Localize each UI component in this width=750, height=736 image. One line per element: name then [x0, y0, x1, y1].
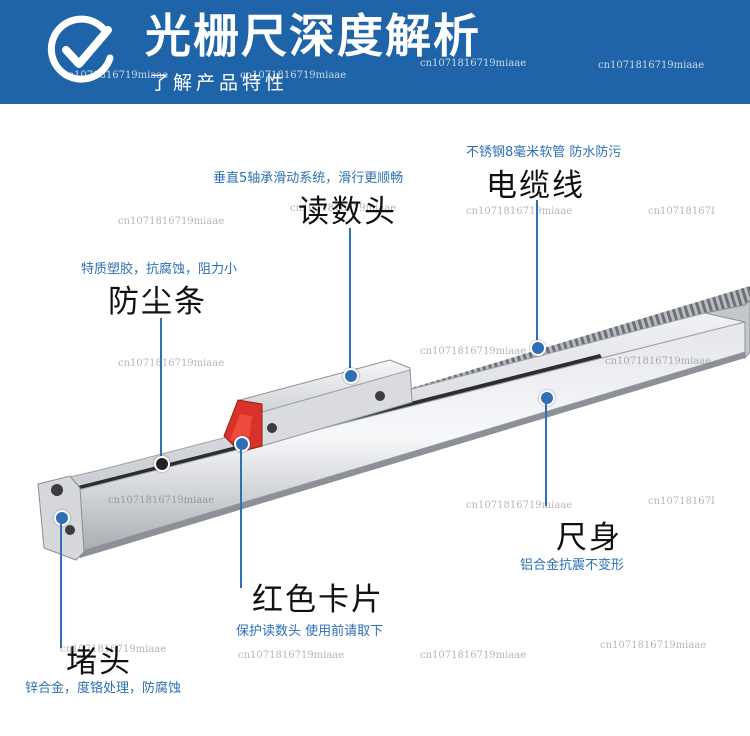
watermark: cn1071816719miaae	[108, 495, 215, 506]
cable-desc: 不锈钢8毫米软管 防水防污	[466, 145, 622, 160]
watermark: cn1071816719miaae	[238, 650, 345, 661]
watermark: cn1071816719miaae	[290, 203, 397, 214]
cable-label: 电缆线	[486, 168, 585, 204]
watermark: cn1071816719miaae	[240, 70, 347, 81]
check-circle-icon	[47, 15, 114, 83]
watermark: cn1071816719miaae	[605, 356, 712, 367]
page-subtitle: 了解产品特性	[150, 72, 289, 94]
watermark: cn1071816719miaae	[600, 640, 707, 651]
page-title: 光栅尺深度解析	[145, 9, 481, 63]
cable-marker	[530, 340, 546, 356]
watermark: cn1071816719miaae	[466, 500, 573, 511]
ruler-body-label: 尺身	[556, 520, 622, 556]
red-clip-marker	[234, 436, 250, 452]
dust-strip-marker	[154, 456, 170, 472]
reading-head-desc: 垂直5轴承滑动系统，滑行更顺畅	[213, 171, 404, 186]
reading-head-marker	[343, 368, 359, 384]
watermark: cn1071816719miaae	[420, 58, 527, 69]
watermark: cn1071816719miaae	[118, 216, 225, 227]
reading-head-label: 读数头	[298, 194, 397, 230]
ruler-body-marker	[539, 390, 555, 406]
watermark: cn1071816719miaae	[118, 358, 225, 369]
end-cap-marker	[54, 510, 70, 526]
watermark: cn1071816719miaae	[420, 346, 527, 357]
watermark: cn10718167I	[648, 496, 715, 507]
dust-strip-desc: 特质塑胶，抗腐蚀，阻力小	[81, 262, 238, 277]
ruler-body-desc: 铝合金抗震不变形	[520, 558, 625, 573]
right-end-cap	[704, 299, 750, 360]
end-cap-desc: 锌合金，度铬处理，防腐蚀	[25, 681, 182, 696]
watermark: cn1071816719miaae	[466, 206, 573, 217]
watermark: cn10718167I	[648, 206, 715, 217]
red-clip-label: 红色卡片	[252, 582, 384, 618]
dust-strip-label: 防尘条	[108, 284, 207, 320]
watermark: cn1071816719miaae	[62, 70, 169, 81]
red-clip-desc: 保护读数头 使用前请取下	[236, 624, 384, 639]
watermark: cn1071816719miaae	[60, 644, 167, 655]
header-banner: 光栅尺深度解析 了解产品特性 cn1071816719miaae cn10718…	[0, 0, 750, 104]
end-cap-label: 堵头	[66, 644, 132, 680]
watermark: cn1071816719miaae	[598, 60, 705, 71]
watermark: cn1071816719miaae	[420, 650, 527, 661]
